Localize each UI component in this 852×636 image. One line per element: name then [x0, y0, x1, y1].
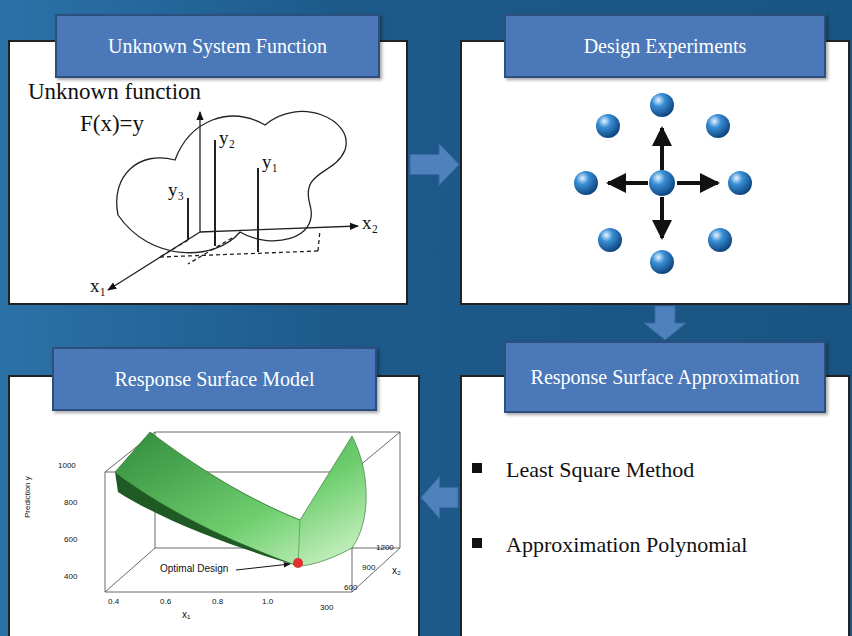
header-text: Response Surface Approximation — [531, 365, 800, 390]
surface-plot — [105, 432, 400, 592]
bullet-squares — [472, 463, 482, 548]
axis-label: 1000 — [58, 462, 76, 470]
panel-box: Design Experiments — [460, 40, 850, 305]
sketch-label: y₂ — [219, 128, 235, 147]
bullet-text: Approximation Polynomial — [506, 532, 747, 558]
panel-grounds — [8, 40, 850, 636]
axis-label: 900 — [362, 564, 375, 572]
sketch-label: y₃ — [168, 180, 184, 199]
sketch-label: y₁ — [262, 152, 278, 171]
sketch-label: F(x)=y — [80, 112, 144, 135]
panel-header: Unknown System Function — [55, 14, 380, 78]
header-text: Design Experiments — [584, 34, 747, 59]
axis-label: 0.4 — [108, 598, 119, 606]
axis-label: 300 — [320, 604, 333, 612]
sketch-label: x₁ — [90, 276, 106, 295]
panel-header: Design Experiments — [504, 14, 826, 78]
panel-header: Response Surface Approximation — [504, 341, 826, 413]
axis-label: 800 — [64, 499, 77, 507]
axis-label: 0.6 — [160, 598, 171, 606]
sketch-label: Unknown function — [28, 80, 201, 103]
block-arrow — [410, 144, 459, 186]
axis-label: 400 — [64, 573, 77, 581]
axis-label: x₂ — [392, 566, 401, 576]
block-arrow — [421, 477, 458, 519]
block-arrow — [644, 306, 686, 340]
axis-label: 1.0 — [262, 598, 273, 606]
sketch-label: x₂ — [362, 213, 378, 232]
design-points — [574, 93, 752, 274]
axis-label: Optimal Design — [160, 564, 228, 574]
axis-label: 600 — [64, 536, 77, 544]
axis-label: 1200 — [376, 544, 394, 552]
header-text: Response Surface Model — [115, 367, 315, 392]
function-sketch — [108, 111, 358, 290]
header-text: Unknown System Function — [108, 34, 327, 59]
panel-header: Response Surface Model — [52, 347, 377, 411]
axis-label: 0.8 — [212, 598, 223, 606]
axis-label: 600 — [344, 584, 357, 592]
bullet-text: Least Square Method — [506, 457, 694, 483]
axis-label: Prediction y — [24, 476, 32, 518]
panel-box: Response Surface ApproximationLeast Squa… — [460, 375, 850, 636]
axis-label: x₁ — [182, 610, 190, 620]
